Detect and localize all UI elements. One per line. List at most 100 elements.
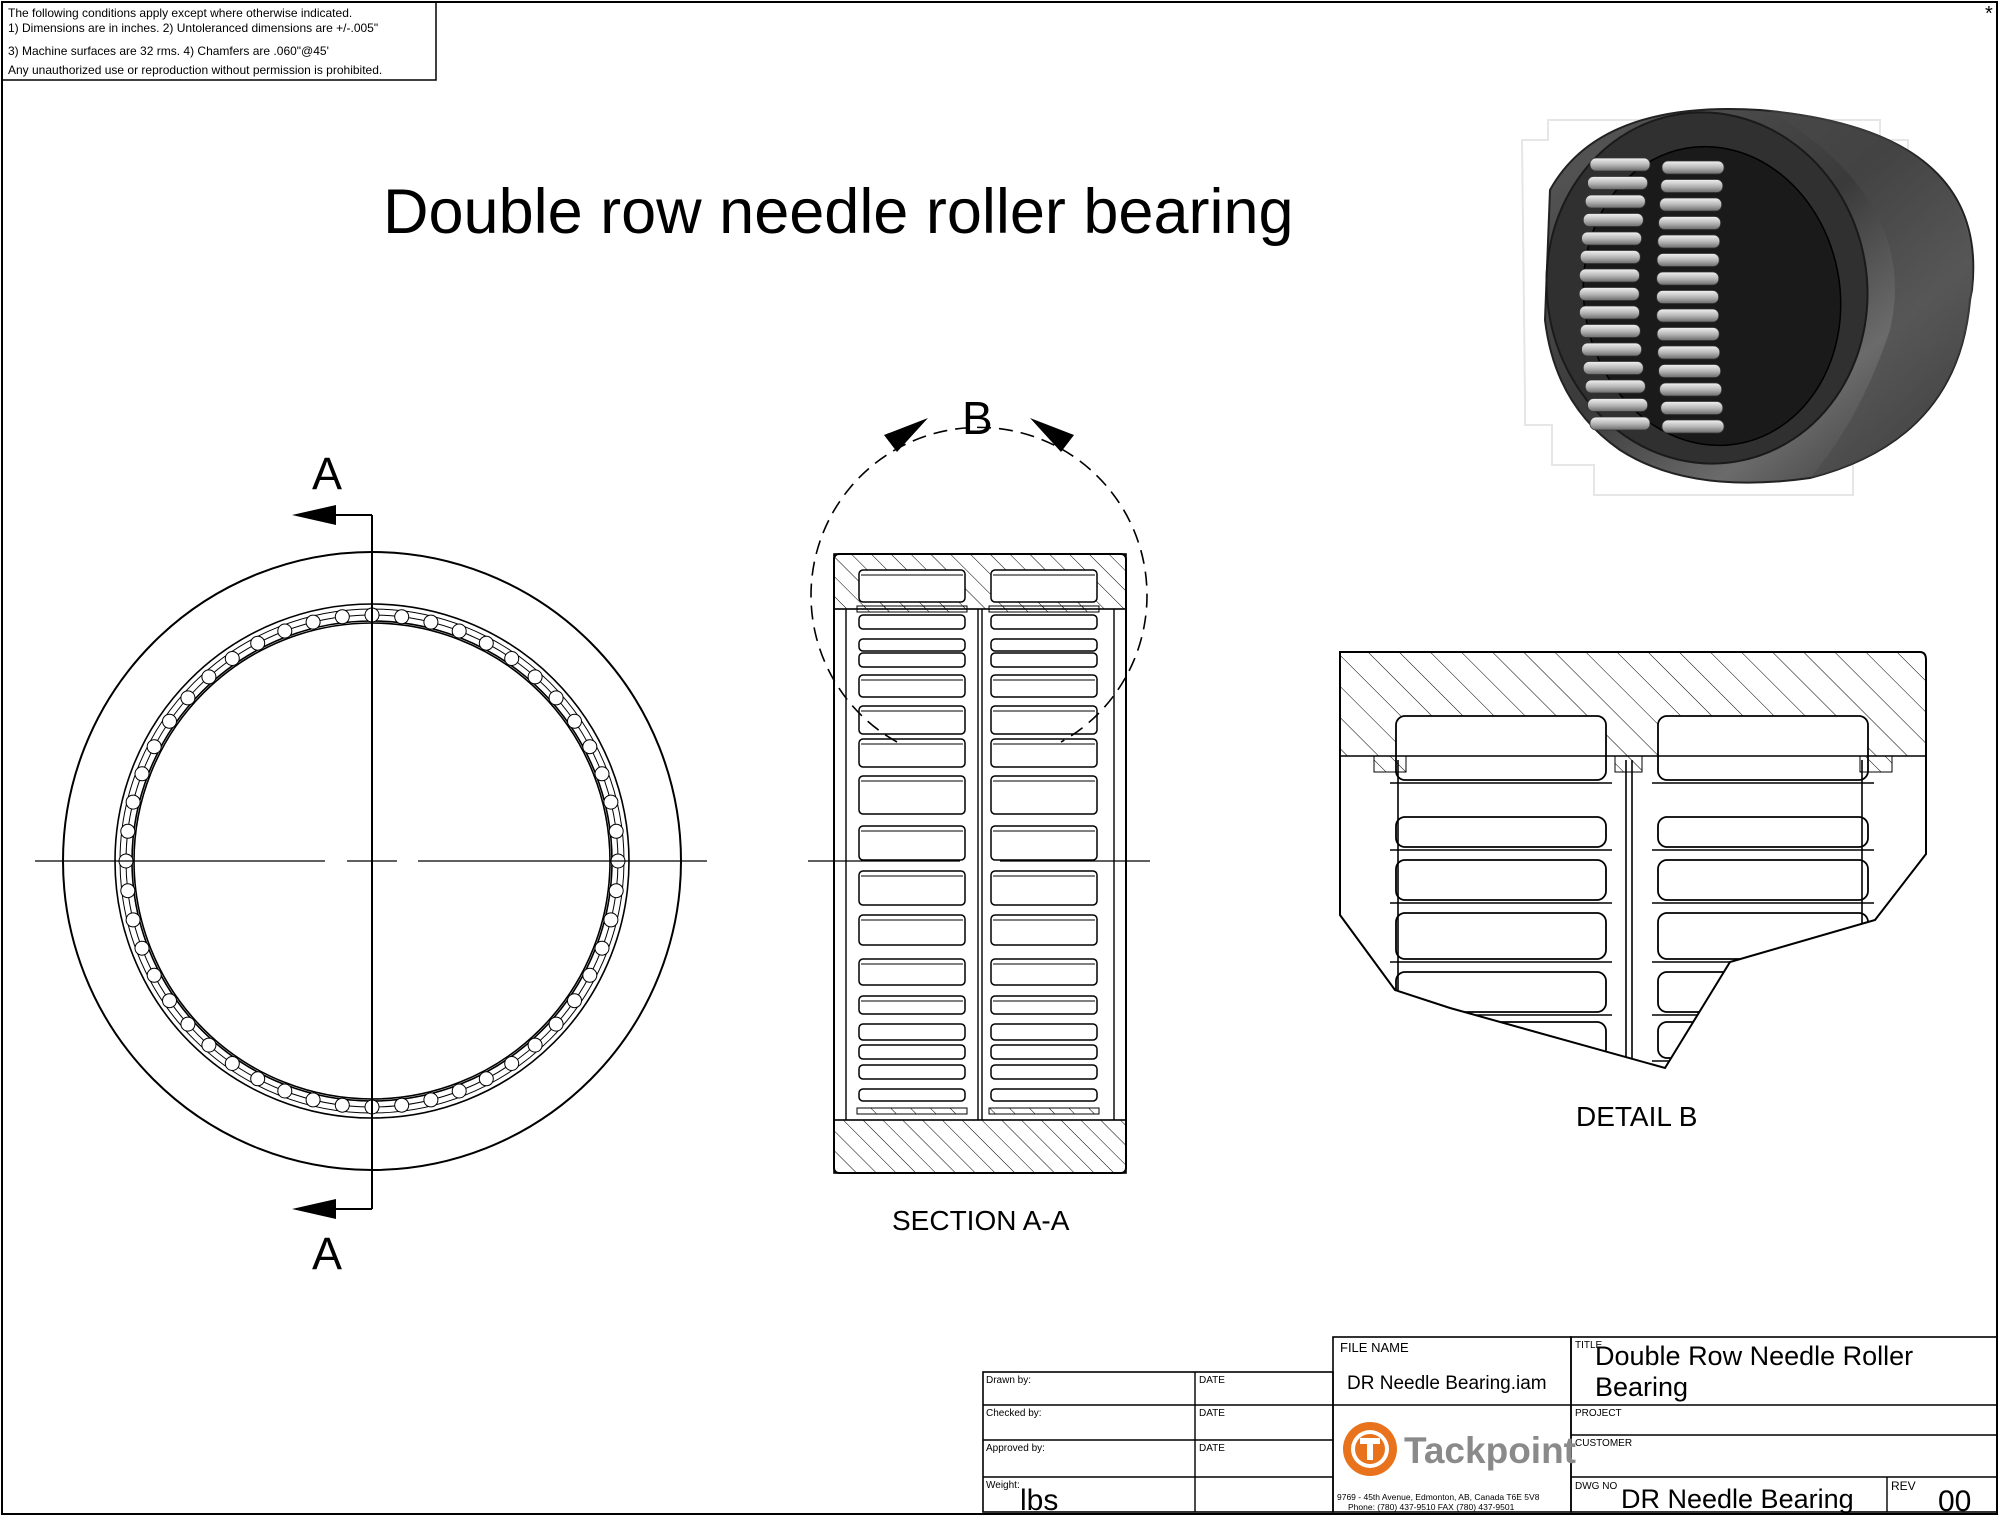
needle-roller-end <box>608 883 624 899</box>
section-roller <box>858 738 966 768</box>
section-arrow-top <box>292 505 336 525</box>
iso-roller <box>1661 160 1725 175</box>
iso-roller <box>1582 361 1644 375</box>
general-notes: The following conditions apply except wh… <box>1 1 437 81</box>
needle-roller-end <box>594 766 610 782</box>
needle-roller-end <box>224 1056 240 1071</box>
needle-roller-end <box>478 1071 494 1087</box>
needle-roller-end <box>305 614 321 630</box>
company-phone: Phone: (780) 437-9510 FAX (780) 437-9501 <box>1348 1502 1515 1512</box>
iso-roller <box>1584 194 1646 209</box>
section-roller <box>990 825 1098 861</box>
section-roller <box>990 652 1098 668</box>
section-roller <box>858 1044 966 1060</box>
section-roller <box>990 870 1098 906</box>
section-roller <box>858 638 966 652</box>
isometric-rollers <box>1578 157 1725 434</box>
section-roller <box>990 738 1098 768</box>
needle-roller-end <box>423 614 439 630</box>
corner-mark: * <box>1985 3 1993 25</box>
section-label-top: A <box>312 448 342 499</box>
weight-label: Weight: <box>986 1480 1020 1491</box>
title-line-1: Double Row Needle Roller <box>1595 1341 1913 1371</box>
needle-roller-end <box>120 823 136 839</box>
needle-roller-end <box>567 993 582 1009</box>
section-roller <box>858 614 966 630</box>
needle-roller-end <box>548 1016 564 1032</box>
isometric-view <box>1520 108 1975 496</box>
section-roller <box>990 569 1098 603</box>
needle-roller-end <box>134 766 150 782</box>
section-arrow-bottom <box>292 1199 336 1219</box>
drawn-by-label: Drawn by: <box>986 1375 1031 1386</box>
needle-roller-end <box>146 739 162 755</box>
section-roller <box>858 870 966 906</box>
needle-roller-end <box>608 823 624 839</box>
iso-roller <box>1579 250 1641 264</box>
dwg-no-value: DR Needle Bearing <box>1621 1484 1854 1514</box>
needle-roller-end <box>224 651 240 666</box>
note-line-2: 1) Dimensions are in inches. 2) Untolera… <box>8 21 378 35</box>
detail-roller <box>1395 715 1607 781</box>
needle-roller-end <box>146 967 162 983</box>
needle-roller-end <box>527 669 543 685</box>
iso-roller <box>1587 398 1648 412</box>
detail-arrow-right <box>1030 418 1074 452</box>
needle-roller-end <box>201 669 217 685</box>
needle-roller-end <box>125 794 141 810</box>
detail-roller <box>1395 859 1607 901</box>
needle-roller-end <box>134 940 150 956</box>
rev-value: 00 <box>1938 1485 1971 1517</box>
iso-roller <box>1579 305 1640 320</box>
section-label-bottom: A <box>312 1228 342 1279</box>
section-roller <box>858 1064 966 1080</box>
iso-roller <box>1658 364 1722 378</box>
needle-roller-end <box>180 690 196 706</box>
section-roller <box>990 775 1098 815</box>
title-label: TITLE <box>1575 1340 1603 1351</box>
needle-roller-end <box>334 1097 350 1113</box>
company-name: Tackpoint <box>1404 1430 1576 1471</box>
needle-roller-end <box>451 1083 467 1099</box>
rev-label: REV <box>1891 1479 1916 1493</box>
section-roller <box>990 958 1098 986</box>
needle-roller-end <box>180 1016 196 1032</box>
section-roller <box>858 652 966 668</box>
section-roller <box>990 1044 1098 1060</box>
dwg-no-label: DWG NO <box>1575 1481 1617 1492</box>
section-roller <box>858 775 966 815</box>
detail-roller <box>1395 816 1607 848</box>
needle-roller-end <box>451 623 467 639</box>
section-roller <box>990 1064 1098 1080</box>
iso-roller <box>1581 231 1642 246</box>
approved-by-label: Approved by: <box>986 1443 1045 1454</box>
section-roller <box>990 995 1098 1015</box>
iso-roller <box>1582 213 1644 227</box>
detail-roller <box>1657 859 1869 901</box>
detail-roller <box>1657 816 1869 848</box>
section-roller <box>858 1023 966 1041</box>
needle-roller-end <box>250 1071 266 1087</box>
iso-roller <box>1656 271 1720 286</box>
needle-roller-end <box>120 883 136 899</box>
section-roller <box>990 674 1098 698</box>
front-view: A A <box>35 448 707 1279</box>
section-view: B SECTION A-A <box>808 392 1150 1236</box>
date-label-checked: DATE <box>1199 1408 1225 1419</box>
iso-roller <box>1661 419 1725 434</box>
needle-roller-end <box>603 794 619 810</box>
needle-roller-end <box>423 1092 439 1108</box>
needle-roller-end <box>582 739 598 755</box>
company-logo: Tackpoint <box>1343 1422 1576 1476</box>
needle-roller-end <box>567 713 582 729</box>
file-name-value: DR Needle Bearing.iam <box>1347 1373 1547 1394</box>
checked-by-label: Checked by: <box>986 1408 1042 1419</box>
section-roller <box>858 705 966 735</box>
iso-roller <box>1581 342 1642 357</box>
needle-roller-end <box>277 1083 293 1099</box>
detail-circle <box>810 426 1148 743</box>
detail-view: DETAIL B <box>1339 651 1927 1132</box>
needle-roller-end <box>603 912 619 928</box>
iso-roller <box>1584 379 1646 394</box>
